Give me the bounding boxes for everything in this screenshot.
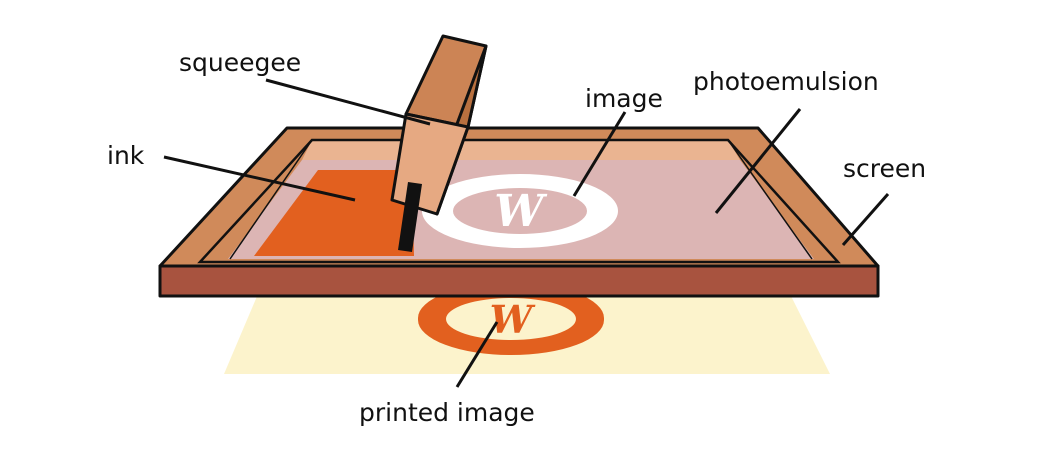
squeegee-icon <box>390 34 488 252</box>
label-printed-image: printed image <box>359 398 535 427</box>
label-image: image <box>585 84 663 113</box>
frame-front-face <box>158 264 880 298</box>
stencil-image: W <box>422 174 618 248</box>
label-screen: screen <box>843 154 926 183</box>
printed-image-letter: W <box>490 297 536 342</box>
printed-image: W <box>418 283 604 355</box>
stencil-ring <box>422 174 618 248</box>
leader-printed-image <box>455 321 499 388</box>
leader-photoemulsion <box>714 108 802 214</box>
paper-sheet <box>224 294 830 374</box>
ink-pool <box>254 170 414 256</box>
squeegee-blade <box>398 182 422 252</box>
frame-inner-wall <box>302 140 740 160</box>
mesh-left-edge <box>229 139 313 260</box>
label-photoemulsion: photoemulsion <box>693 67 879 96</box>
leader-ink <box>163 155 356 202</box>
mesh-right-edge <box>727 139 813 260</box>
label-squeegee: squeegee <box>179 48 301 77</box>
printed-image-ring <box>418 283 604 355</box>
leader-screen <box>841 193 890 246</box>
leader-squeegee <box>265 78 431 126</box>
stencil-letter: W <box>494 186 548 237</box>
frame-inner-edge <box>197 138 841 264</box>
label-ink: ink <box>107 141 145 170</box>
leader-image <box>572 111 627 197</box>
